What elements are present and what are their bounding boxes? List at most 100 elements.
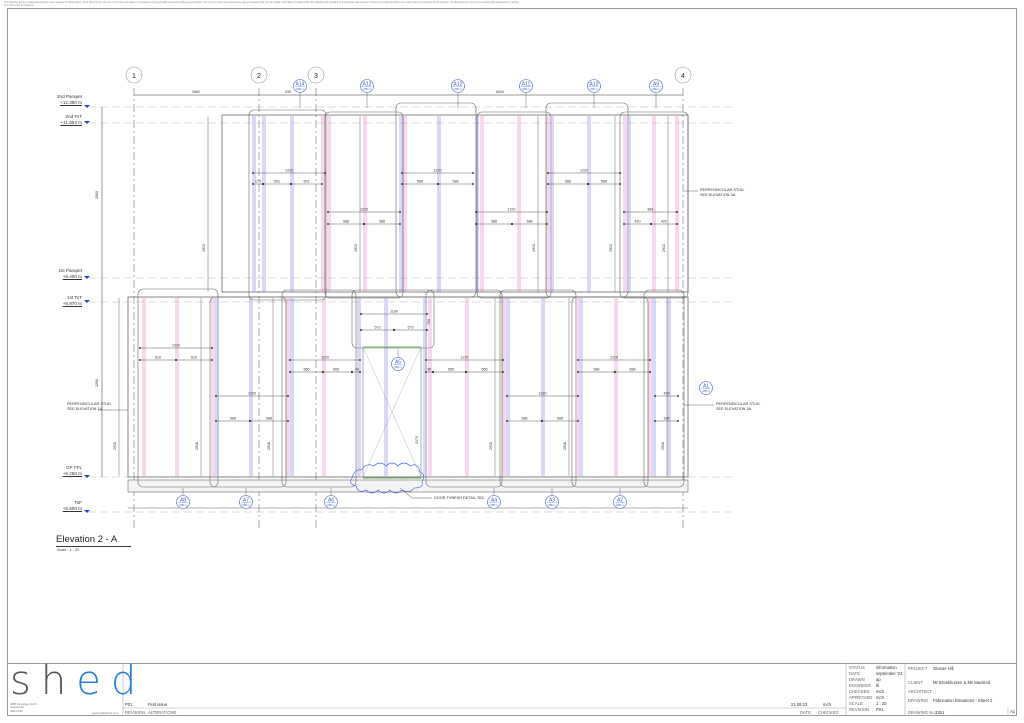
dim-upper-split-tick xyxy=(252,183,254,185)
revision-alteration: First issue xyxy=(148,702,168,707)
dim-lower-panel: 1220 xyxy=(248,392,256,396)
dim-lower-split-tick xyxy=(351,371,353,373)
dim-lower-right-tick xyxy=(654,420,656,422)
dim-upper-height: 2913 xyxy=(532,244,536,252)
lower-panel-outline xyxy=(571,296,649,488)
tag-a8-bubble xyxy=(176,495,190,509)
dim-upper-split-tick xyxy=(290,183,292,185)
dim-upper-height: 2913 xyxy=(202,244,206,252)
project-value: Gloster Hill xyxy=(933,666,954,671)
tag-a13-id: A13 xyxy=(363,82,372,88)
leader-door-thresh xyxy=(399,487,413,499)
tag-a4-bubble xyxy=(487,495,501,509)
wall-frames xyxy=(127,102,689,509)
dim-upper-split-tick xyxy=(546,223,548,225)
upper-panel-outline xyxy=(248,109,327,301)
level-marker-icon xyxy=(84,475,90,478)
lower-panel-outline xyxy=(281,289,357,488)
dim-upper-split-tick xyxy=(587,183,589,185)
dim-lower-right-tick xyxy=(677,395,679,397)
note-perpendicular-stud-left: PERPENDICULAR STUD.SEE ELEVATION 1A. xyxy=(67,402,112,411)
dim-lower-split-tick xyxy=(502,371,504,373)
dim-lower-split-tick xyxy=(649,371,651,373)
dim-lower-split-tick xyxy=(211,359,213,361)
shed-logo: shed xyxy=(10,658,147,704)
tag-a9-id: A9 xyxy=(653,82,659,88)
dim-lower-panel-tick xyxy=(649,359,651,361)
dim-upper-split: 588 xyxy=(491,220,497,224)
dim-upper-split-tick xyxy=(437,183,439,185)
level-tof: ToF+5.600 m xyxy=(62,500,82,511)
dim-upper-split-tick xyxy=(511,223,513,225)
dim-lower-split: 588 xyxy=(230,417,236,421)
dim-upper-split: 588 xyxy=(565,180,571,184)
rev-header-checked: CHECKED xyxy=(818,710,839,715)
dim-lower-height: 2918 xyxy=(661,442,665,450)
field-value-drawn: ap xyxy=(876,677,881,682)
field-value-revision: P01 xyxy=(876,707,884,712)
client-label: CLIENT xyxy=(908,680,923,685)
dim-lower-panel-tick xyxy=(506,395,508,397)
field-label-status: STATUS xyxy=(849,665,865,670)
grid-bubble xyxy=(307,66,325,84)
dim-lower-height: 2918 xyxy=(563,442,567,450)
dim-upper-split-tick xyxy=(547,183,549,185)
level-1st-tot: 1st ToT+8.970 m xyxy=(62,295,82,306)
dim-lower-split: 45 xyxy=(427,368,431,372)
dim-upper-panel: 1220 xyxy=(360,208,368,212)
dim-lower-split-tick xyxy=(577,420,579,422)
dim-upper-panel-tick xyxy=(546,211,548,213)
tag-a12-bubble xyxy=(451,79,465,93)
dim-upper-panel: 1220 xyxy=(580,169,588,173)
dim-door-split: 573 xyxy=(375,326,381,330)
dim-door-height: 2170 xyxy=(415,436,419,444)
section-tags: A148351-1A138351-1A128351-1A118351-1A108… xyxy=(176,79,713,509)
tag-a6-sheet: 8351-1 xyxy=(327,504,335,507)
dim-lower-panel-tick xyxy=(287,395,289,397)
tag-a2-sheet: 8351-1 xyxy=(616,504,624,507)
tag-a9-sheet: 8351-1 xyxy=(652,88,660,91)
dim-upper-panel-tick xyxy=(252,172,254,174)
dim-lower-panel-tick xyxy=(215,395,217,397)
dim-lower-panel-tick xyxy=(359,359,361,361)
dim-upper-panel-tick xyxy=(399,211,401,213)
studs xyxy=(142,116,679,476)
tag-a4-id: A4 xyxy=(491,498,497,504)
tag-a11-bubble xyxy=(519,79,533,93)
dim-lower-split-tick xyxy=(432,371,434,373)
tag-a3-id: A3 xyxy=(549,498,555,504)
field-value-checked: mch xyxy=(876,689,884,694)
level-marker-icon xyxy=(84,105,90,108)
dim-lower-split-tick xyxy=(289,371,291,373)
drawing-sheet-border xyxy=(7,8,1017,716)
grid-label: 4 xyxy=(681,73,685,80)
tag-a9-bubble xyxy=(649,79,663,93)
dim-door-width-tick xyxy=(426,313,428,315)
dim-upper-split-tick xyxy=(650,223,652,225)
level-marker-icon xyxy=(84,121,90,124)
field-label-drawn: DRAWN xyxy=(849,677,865,682)
dim-lower-split: 588 xyxy=(266,417,272,421)
field-value-date: september '23 xyxy=(876,671,903,676)
dim-lower-right: 429 xyxy=(664,392,670,396)
grid-label: 3 xyxy=(314,73,318,80)
dim-upper-panel-tick xyxy=(676,211,678,213)
dim-lower-split-tick xyxy=(359,371,361,373)
dim-lower-panel-tick xyxy=(211,347,213,349)
dim-lower-height: 2918 xyxy=(113,442,117,450)
field-value-scale: 1 : 20 xyxy=(876,701,887,706)
note-perpendicular-stud-right-upper: PERPENDICULAR STUD.SEE ELEVATION 3A. xyxy=(700,188,745,197)
grid-bubble xyxy=(125,66,143,84)
tag-a7-id: A7 xyxy=(243,498,249,504)
tag-a4-sheet: 8351-1 xyxy=(490,504,498,507)
dim-lower-split-tick xyxy=(322,371,324,373)
lower-panel-outline xyxy=(643,289,685,488)
client-value: Mr Broekhuizen & Ms Macleod xyxy=(933,680,991,685)
title-block xyxy=(8,663,1016,716)
disclaimer-text: This drawing and any reading thereof hav… xyxy=(4,1,519,7)
dim-lower-panel-tick xyxy=(139,347,141,349)
dim-upper-panel: 1220 xyxy=(434,169,442,173)
